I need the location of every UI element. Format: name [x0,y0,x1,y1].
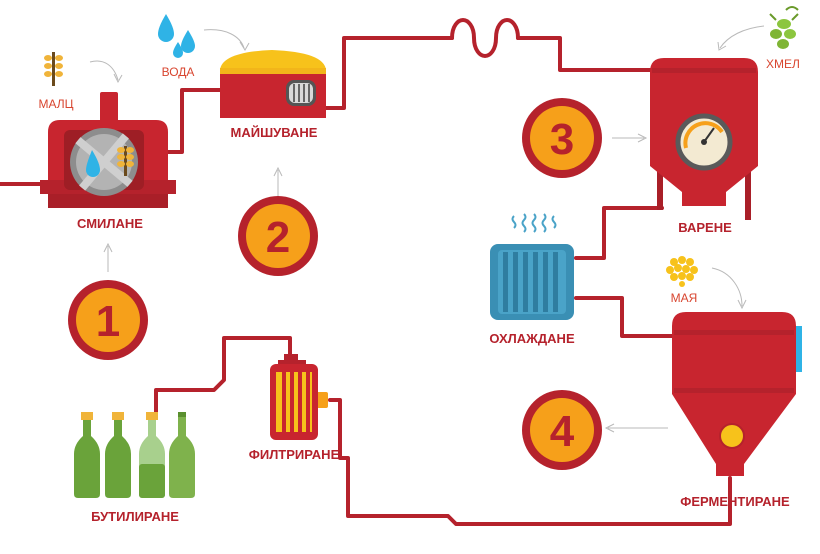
malt-icon [44,52,63,86]
mill-grain-icon [117,146,134,176]
mash-tun-machine [220,50,326,118]
bottle-icon [74,412,100,498]
water-arrow [203,29,245,49]
step-number: 4 [550,407,575,456]
bottle-icon [169,412,195,498]
pipe-mill-to-mash [164,88,222,154]
hops-arrow [719,25,765,49]
ingredient-label-hops: ХМЕЛ [766,57,800,71]
pipe-fermenter-to-filter [328,398,732,526]
step-badge-4: 4 [522,390,602,470]
step-number: 2 [266,213,290,262]
pipe-filter-to-bottles [154,336,292,414]
step2-arrow-head [273,166,283,177]
mill-water-drop-icon [86,150,100,177]
pipes [0,18,732,526]
malt-arrow-head [113,73,123,84]
ingredient-label-yeast: МАЯ [671,291,698,305]
bottles [74,412,195,498]
hops-arrow-head [717,41,727,51]
ingredient-label-water: ВОДА [162,65,195,79]
brew-kettle-machine [650,58,758,220]
pipe-coil [450,18,520,58]
pipe-coil-to-kettle [516,36,657,72]
station-label-filtering: ФИЛТРИРАНЕ [249,447,340,462]
station-label-bottling: БУТИЛИРАНЕ [91,509,179,524]
step1-arrow-head [103,242,113,253]
step3-arrow-head [637,133,648,143]
cooler-machine [490,213,574,320]
bottle-icon [139,412,165,498]
bottle-icon [105,412,131,498]
step-label-mashing: МАЙШУВАНЕ [231,125,318,140]
mill-machine [40,92,176,208]
pipe-mash-to-coil [322,36,454,110]
step-label-fermenting: ФЕРМЕНТИРАНЕ [680,494,790,509]
station-label-cooling: ОХЛАЖДАНЕ [489,331,575,346]
step-badge-2: 2 [238,196,318,276]
pipe-cooler-to-fermenter [574,296,682,338]
hop-icon [769,6,799,49]
step-badge-1: 1 [68,280,148,360]
step-number: 1 [96,297,120,346]
step-label-boiling: ВАРЕНЕ [678,220,732,235]
step-label-milling: СМИЛАНЕ [77,216,143,231]
hint-arrows [89,25,765,433]
fermenter-machine [672,312,802,476]
pipe-kettle-to-cooler [574,206,664,260]
filter-machine [270,354,328,440]
step4-arrow-head [604,423,615,433]
step-number: 3 [550,115,574,164]
yeast-arrow [711,267,743,307]
ingredient-label-malt: МАЛЦ [38,97,73,111]
step-badge-3: 3 [522,98,602,178]
steam-icon [511,213,557,233]
water-drops-icon [158,14,195,58]
malt-arrow [89,60,119,81]
yeast-icon [666,256,698,287]
water-arrow-head [239,41,250,51]
yeast-arrow-head [737,299,747,310]
